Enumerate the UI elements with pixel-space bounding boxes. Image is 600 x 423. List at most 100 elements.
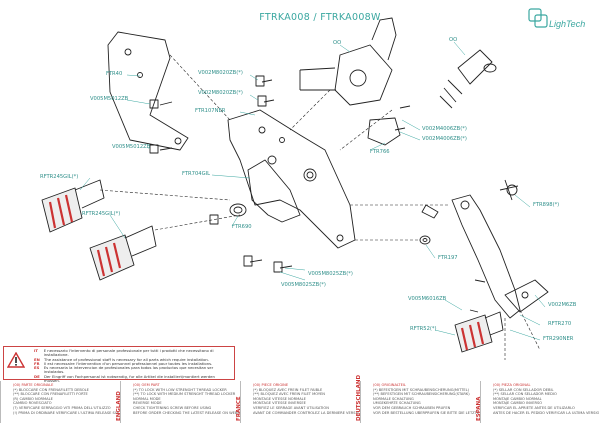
label-v002m4006zb-1: V002M4006ZB(*) bbox=[422, 126, 467, 132]
warning-box: IT E necessario l'intervento di personale… bbox=[3, 346, 235, 383]
warning-line: IT E necessario l'intervento di personale… bbox=[34, 348, 232, 358]
legend-line: AVANT DE COMMANDER CONTROLEZ LA DERNIERE… bbox=[253, 410, 359, 415]
legend-line: (*) TO LOCK WITH LOW STRENGHT THREAD LOC… bbox=[133, 387, 227, 392]
warning-text: Il est necessaire l'intervention d'un pe… bbox=[44, 360, 213, 366]
legend-line: (**) BEFESTIGEN MIT SCHRAUBENSICHERUNG(S… bbox=[373, 392, 470, 397]
legend-line: MONTAGE VITESSE INVERSEE bbox=[253, 401, 306, 406]
legend-line: (00) PIEZA ORIGINAL bbox=[493, 383, 531, 387]
legend-column: DEUTSCHLAND(00) ORIGINALTEIL(*) BEFESTIG… bbox=[356, 375, 481, 423]
warning-lang: EN bbox=[34, 356, 40, 362]
legend-line: VOR DEM GEBRAUCH SCHRAUBEN PRUFEN bbox=[373, 405, 451, 410]
legend-country: DEUTSCHLAND bbox=[356, 375, 371, 423]
warning-lang: FR bbox=[34, 360, 40, 366]
legend-line: (00) PIECE ORIGINE bbox=[253, 383, 289, 387]
legend-cell: (00) OEM PART(*) TO LOCK WITH LOW STRENG… bbox=[133, 383, 239, 415]
legend-line: (00) ORIGINALTEIL bbox=[373, 383, 406, 387]
legend-line: (*) BEFESTIGEN MIT SCHRAUBENSICHERUNG(MI… bbox=[373, 387, 470, 392]
legend-column: ESPANA (00) PIEZA ORIGINAL(*) SELLAR CON … bbox=[476, 381, 600, 423]
footpeg-3 bbox=[454, 311, 504, 353]
linkage-rod bbox=[499, 179, 519, 201]
legend-country: ENGLAND bbox=[116, 381, 131, 423]
legend-line: (**) BLOQUEZ AVEC FREIN FILET MOYEN bbox=[253, 392, 326, 397]
legend-column: FRANCE(00) PIECE ORIGINE(*) BLOQUEZ AVEC… bbox=[236, 381, 361, 423]
warning-line: EN The assistance of professional staff i… bbox=[34, 356, 232, 362]
svg-text:LighTech: LighTech bbox=[549, 19, 585, 29]
legend-table: ITALIA (00) PARTE ORIGINALE(*) BLOCCARE C… bbox=[0, 375, 600, 423]
legend-column: ITALIA (00) PARTE ORIGINALE(*) BLOCCARE C… bbox=[0, 381, 121, 423]
banjo-bolt bbox=[457, 49, 493, 85]
label-rftr52: RFTR52(*) bbox=[410, 326, 437, 332]
label-v002m6zb: V002M6ZB bbox=[548, 302, 577, 308]
label-ftr197: FTR197 bbox=[438, 255, 458, 261]
legend-line: REVERSE MODE bbox=[133, 401, 162, 406]
label-v005m8025zb-2: V005M8025ZB(*) bbox=[281, 282, 326, 288]
master-cylinder bbox=[334, 44, 393, 106]
label-rftr270: RFTR270 bbox=[548, 321, 572, 327]
legend-line: (**) TO LOCK WITH MEDIUM STRENGHT THREAD… bbox=[133, 392, 236, 397]
label-ftr107ner: FTR107NER bbox=[195, 108, 226, 114]
legend-line: VOR DER BESTELLUNG UBERPRUFEN SIE BITTE … bbox=[373, 410, 479, 415]
label-ftr766: FTR766 bbox=[370, 149, 390, 155]
label-rftr245gil-2: RFTR245GIL(*) bbox=[82, 211, 121, 217]
legend-line: ANTES DE HACER EL PEDIDO VERIFICAR LA UL… bbox=[493, 410, 599, 415]
legend-line: (**) BLOCCARE CON FRENAFILETTI FORTE bbox=[13, 392, 88, 397]
mid-bracket bbox=[247, 159, 301, 223]
warning-text: Der Eingriff von Fachpersonal ist notwen… bbox=[44, 373, 215, 384]
legend-line: MONTAGE VITESSE NORMALE bbox=[253, 396, 306, 401]
legend-country-label: ENGLAND bbox=[116, 391, 122, 421]
legend-line: (?) VERIFICARE SERRAGGIO VITI PRIMA DELL… bbox=[13, 405, 111, 410]
legend-line: (!) PRIMA DI ORDINARE VERIFICARE L'ULTIM… bbox=[13, 410, 119, 415]
legend-country-label: FRANCE bbox=[236, 396, 242, 421]
main-bracket bbox=[227, 109, 356, 249]
label-ftr704gil: FTR704GIL bbox=[182, 171, 211, 177]
legend-cell: (00) ORIGINALTEIL(*) BEFESTIGEN MIT SCHR… bbox=[373, 383, 479, 415]
label-v002m4006zb-2: V002M4006ZB(*) bbox=[422, 136, 467, 142]
legend-line: CHECK TIGHTENING SCREW BEFORE USING bbox=[133, 405, 212, 410]
legend-line: BEFORE ORDER CHECKING THE LATEST RELEASE… bbox=[133, 410, 239, 415]
label-v005m5012zb-2: V005M5012ZB bbox=[112, 144, 151, 150]
legend-line: (**) SELLAR CON SELLADOR MEDIO bbox=[493, 392, 557, 397]
warning-lang: IT bbox=[34, 348, 39, 353]
label-v005m8025zb-1: V005M8025ZB(*) bbox=[308, 271, 353, 277]
footpeg-1 bbox=[41, 179, 105, 233]
legend-country: ITALIA bbox=[0, 381, 11, 423]
legend-line: (*) BLOCCARE CON FRENAFILETTI DEBOLE bbox=[13, 387, 89, 392]
legend-line: VERIFICAR EL APRIETE ANTES DE UTILIZARLO bbox=[493, 405, 575, 410]
footpeg-2 bbox=[89, 225, 157, 281]
warning-lang: ES bbox=[34, 365, 40, 371]
label-v002m8020zb-top: V002M8020ZB(*) bbox=[198, 70, 243, 76]
legend-line: MONTAJE CAMBIO INVERSO bbox=[493, 401, 543, 406]
warning-text: The assistance of professional staff is … bbox=[44, 356, 210, 362]
warning-line: DE Der Eingriff von Fachpersonal ist notw… bbox=[34, 373, 232, 384]
label-v002m8020zb-mid: V002M8020ZB(*) bbox=[198, 90, 243, 96]
label-oo-2: OO bbox=[449, 37, 458, 43]
legend-line: (R) CAMBIO NORMALE bbox=[13, 396, 53, 401]
legend-line: (00) PARTE ORIGINALE bbox=[13, 383, 54, 387]
heel-plate bbox=[107, 31, 189, 151]
label-ftr40: FTR40 bbox=[106, 71, 123, 77]
legend-cell: (00) PIEZA ORIGINAL(*) SELLAR CON SELLAD… bbox=[493, 383, 599, 415]
legend-line: UMGEKEHRTE SCHALTUNG bbox=[373, 401, 421, 406]
warning-text: E necessario l'intervento di personale p… bbox=[43, 348, 214, 358]
warning-line: FR Il est necessaire l'intervention d'un … bbox=[34, 360, 232, 366]
shift-lever bbox=[451, 194, 521, 319]
legend-country-label: ITALIA bbox=[0, 401, 2, 421]
legend-line: (*) SELLAR CON SELLADOR DEBIL bbox=[493, 387, 554, 392]
legend-column: ENGLAND (00) OEM PART(*) TO LOCK WITH LOW… bbox=[116, 381, 241, 423]
warning-icon bbox=[7, 352, 25, 368]
diagram-title: FTRKA008 / FTRKA008W bbox=[259, 12, 381, 23]
warning-text: Es necesaria la intervencion de profesio… bbox=[43, 365, 214, 375]
legend-line: CAMBIO ROVESCIATO bbox=[13, 401, 52, 406]
legend-line: VERIFIEZ LE SERRAGE AVANT UTILISATION bbox=[253, 405, 329, 410]
legend-country: ESPANA bbox=[476, 381, 491, 423]
label-v005m5012zb-1: V005M5012ZB bbox=[90, 96, 129, 102]
legend-cell: (00) PARTE ORIGINALE(*) BLOCCARE CON FRE… bbox=[13, 383, 119, 415]
label-rftr245gil-1: RFTR245GIL(*) bbox=[40, 174, 79, 180]
legend-line: NORMAL MODE bbox=[133, 396, 161, 401]
label-ftr898: FTR898(*) bbox=[533, 202, 560, 208]
warning-lang: DE bbox=[34, 373, 40, 379]
legend-country-label: ESPANA bbox=[476, 396, 482, 421]
